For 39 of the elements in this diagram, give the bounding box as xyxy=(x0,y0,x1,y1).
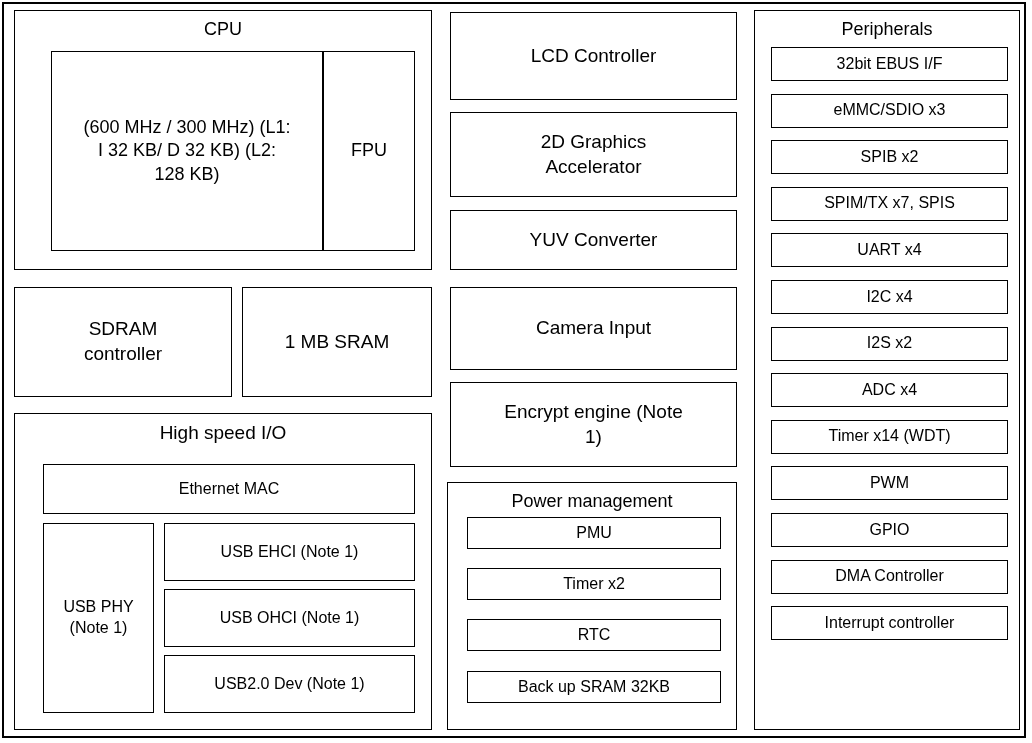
module-block: USB OHCI (Note 1) xyxy=(164,589,415,647)
module-block: FPU xyxy=(323,51,415,251)
module-block: LCD Controller xyxy=(450,12,737,100)
module-block: SPIM/TX x7, SPIS xyxy=(771,186,1008,221)
group-title: CPU xyxy=(203,19,243,40)
module-block: Encrypt engine (Note 1) xyxy=(450,382,737,467)
group-panel xyxy=(14,413,432,730)
module-block: eMMC/SDIO x3 xyxy=(771,93,1008,128)
module-block: DMA Controller xyxy=(771,559,1008,594)
module-block: (600 MHz / 300 MHz) (L1: I 32 KB/ D 32 KB) (L2: 128 KB) xyxy=(51,51,323,251)
module-block: UART x4 xyxy=(771,233,1008,268)
module-block: RTC xyxy=(467,619,721,651)
module-block: PWM xyxy=(771,466,1008,501)
module-block: Camera Input xyxy=(450,287,737,370)
module-block: SPIB x2 xyxy=(771,140,1008,175)
module-block: USB EHCI (Note 1) xyxy=(164,523,415,581)
module-block: Back up SRAM 32KB xyxy=(467,671,721,703)
module-block: Interrupt controller xyxy=(771,606,1008,641)
module-block: Timer x14 (WDT) xyxy=(771,419,1008,454)
module-block: 1 MB SRAM xyxy=(242,287,432,397)
module-block: 2D Graphics Accelerator xyxy=(450,112,737,197)
group-title: High speed I/O xyxy=(158,422,288,444)
module-block: PMU xyxy=(467,517,721,549)
group-panel xyxy=(14,10,432,270)
module-block: GPIO xyxy=(771,513,1008,547)
module-block: 32bit EBUS I/F xyxy=(771,47,1008,81)
group-panel xyxy=(447,482,737,730)
module-block: YUV Converter xyxy=(450,210,737,270)
group-title: Power management xyxy=(510,491,674,512)
module-block: USB2.0 Dev (Note 1) xyxy=(164,655,415,713)
module-block: Ethernet MAC xyxy=(43,464,415,514)
group-title: Peripherals xyxy=(840,19,934,40)
module-block: Timer x2 xyxy=(467,568,721,600)
module-block: I2C x4 xyxy=(771,280,1008,314)
module-block: USB PHY (Note 1) xyxy=(43,523,154,713)
group-panel xyxy=(754,10,1020,730)
module-block: SDRAM controller xyxy=(14,287,232,397)
module-block: ADC x4 xyxy=(771,373,1008,408)
module-block: I2S x2 xyxy=(771,326,1008,361)
